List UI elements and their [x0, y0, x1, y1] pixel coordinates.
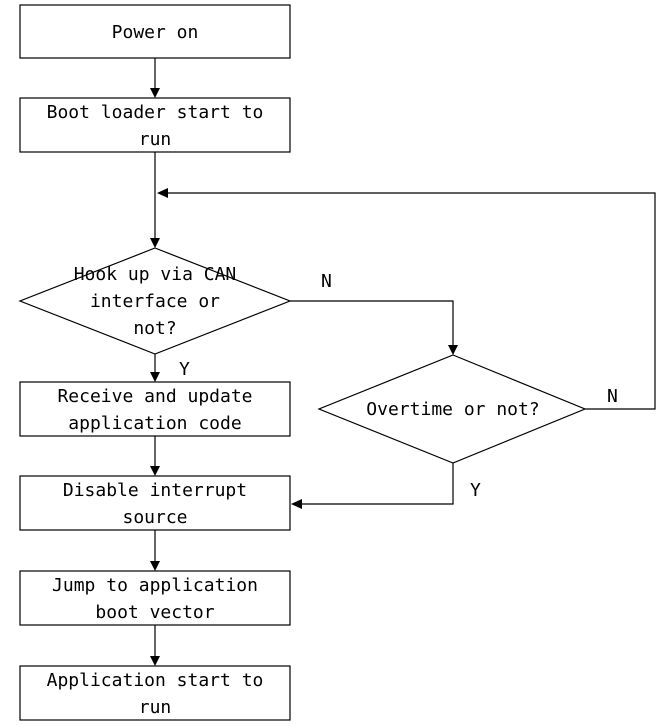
arrowhead-disable-side: [291, 499, 302, 509]
node-disable-interrupt-box: [19, 475, 291, 531]
edge-overtime-no-loop: [166, 192, 656, 410]
edge-label-hook-no: N: [321, 271, 332, 292]
node-hook-up-line: not?: [133, 318, 176, 339]
node-receive-update: Receive and update application code: [19, 381, 291, 437]
edge-label-overtime-no: N: [607, 386, 618, 407]
node-app-start-line: run: [139, 697, 172, 718]
arrowhead-hook: [150, 238, 160, 248]
arrowhead-jump: [150, 561, 160, 571]
node-power-on-box: [19, 4, 291, 59]
node-disable-interrupt-line: source: [122, 507, 187, 528]
node-hook-up-diamond: [18, 247, 292, 355]
node-app-start-line: Application start to: [47, 670, 264, 691]
node-receive-update-box: [19, 381, 291, 437]
node-hook-up-line: Hook up via CAN: [74, 264, 237, 285]
node-receive-update-line: Receive and update: [57, 386, 252, 407]
connectors: [150, 58, 656, 666]
node-power-on: Power on: [19, 4, 291, 59]
edge-overtime-yes-to-disable: [300, 463, 454, 505]
node-boot-loader: Boot loader start to run: [19, 97, 291, 153]
arrowhead-boot: [150, 88, 160, 98]
node-hook-up-line: interface or: [90, 291, 220, 312]
node-receive-update-line: application code: [68, 413, 241, 434]
node-jump-vector-box: [19, 570, 291, 626]
node-jump-vector-line: Jump to application: [52, 575, 258, 596]
node-app-start-box: [19, 665, 291, 721]
node-jump-vector: Jump to application boot vector: [19, 570, 291, 626]
edge-hook-no-to-overtime: [290, 300, 454, 347]
arrowhead-receive: [150, 372, 160, 382]
edge-label-overtime-yes: Y: [470, 480, 481, 501]
node-hook-up-decision: Hook up via CAN interface or not?: [18, 247, 292, 355]
node-disable-interrupt-line: Disable interrupt: [63, 480, 247, 501]
node-boot-loader-line: Boot loader start to: [47, 102, 264, 123]
node-overtime-diamond: [317, 354, 587, 464]
node-jump-vector-line: boot vector: [95, 602, 214, 623]
arrowhead-overtime: [448, 345, 458, 355]
arrowhead-disable: [150, 466, 160, 476]
node-boot-loader-box: [19, 97, 291, 153]
edge-label-hook-yes: Y: [179, 359, 190, 380]
arrowhead-app: [150, 656, 160, 666]
arrowhead-loop: [157, 188, 168, 198]
node-overtime-line: Overtime or not?: [366, 399, 539, 420]
edge-labels: Y N N Y: [179, 271, 618, 501]
node-app-start: Application start to run: [19, 665, 291, 721]
node-disable-interrupt: Disable interrupt source: [19, 475, 291, 531]
node-boot-loader-line: run: [139, 129, 172, 150]
node-power-on-line: Power on: [112, 22, 199, 43]
node-overtime-decision: Overtime or not?: [317, 354, 587, 464]
